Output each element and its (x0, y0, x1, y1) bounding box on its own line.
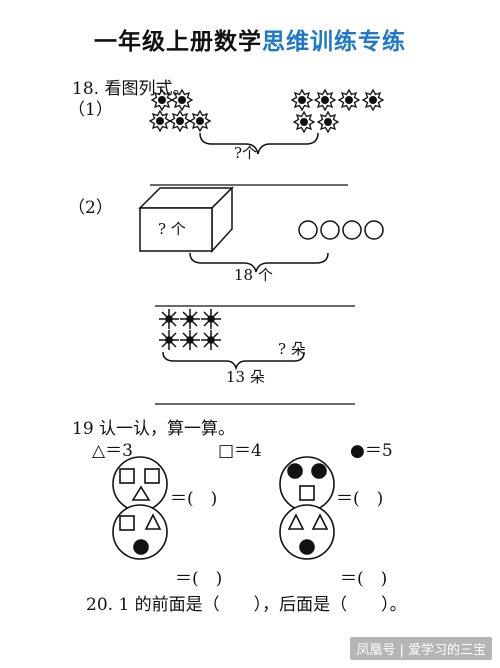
worksheet-title: 一年级上册数学思维训练专练 (94, 29, 406, 55)
q19-legend-square: □＝4 (218, 441, 262, 461)
q18-part3-snowflakes (158, 308, 222, 351)
q18-part3-total: 13 朵 (226, 368, 265, 386)
q18-part2-circles (298, 220, 384, 240)
q18-part1-label: （1） (68, 100, 113, 120)
q18-part1-unknown: ?个 (234, 144, 258, 162)
q19-heading: 19 认一认，算一算。 (72, 419, 236, 439)
q18-part1-right-group (291, 89, 384, 133)
q19-figure-right-top (279, 456, 335, 512)
q19-figure-left-bottom (112, 504, 168, 560)
q19-figure-left-top (112, 456, 168, 512)
q18-part3-brace (162, 351, 305, 371)
q19-right-total-blank[interactable]: ＝( ) (340, 569, 388, 589)
q19-right-answer-blank[interactable]: ＝( ) (336, 489, 384, 509)
watermark: 凤凰号 | 爱学习的三宝 (350, 637, 492, 660)
q19-legend-triangle: △＝3 (92, 441, 133, 461)
q18-part2-brace (189, 252, 329, 273)
q18-part2-box-label: ? 个 (158, 220, 186, 238)
q18-part3-unknown: ? 朵 (278, 340, 306, 358)
q20-question: 20. 1 的前面是（ ），后面是（ ）。 (86, 595, 407, 615)
q18-part2-box (138, 186, 234, 253)
q19-left-answer-blank[interactable]: ＝( ) (170, 489, 218, 509)
q19-left-total-blank[interactable]: ＝( ) (175, 569, 223, 589)
q19-figure-right-bottom (279, 504, 335, 560)
q18-part2-total: 18 个 (234, 266, 273, 284)
q18-part1-brace (199, 132, 319, 155)
q18-part2-label: （2） (68, 198, 113, 218)
q18-part1-left-group (149, 89, 211, 132)
q19-legend-circle: ●＝5 (350, 441, 393, 461)
